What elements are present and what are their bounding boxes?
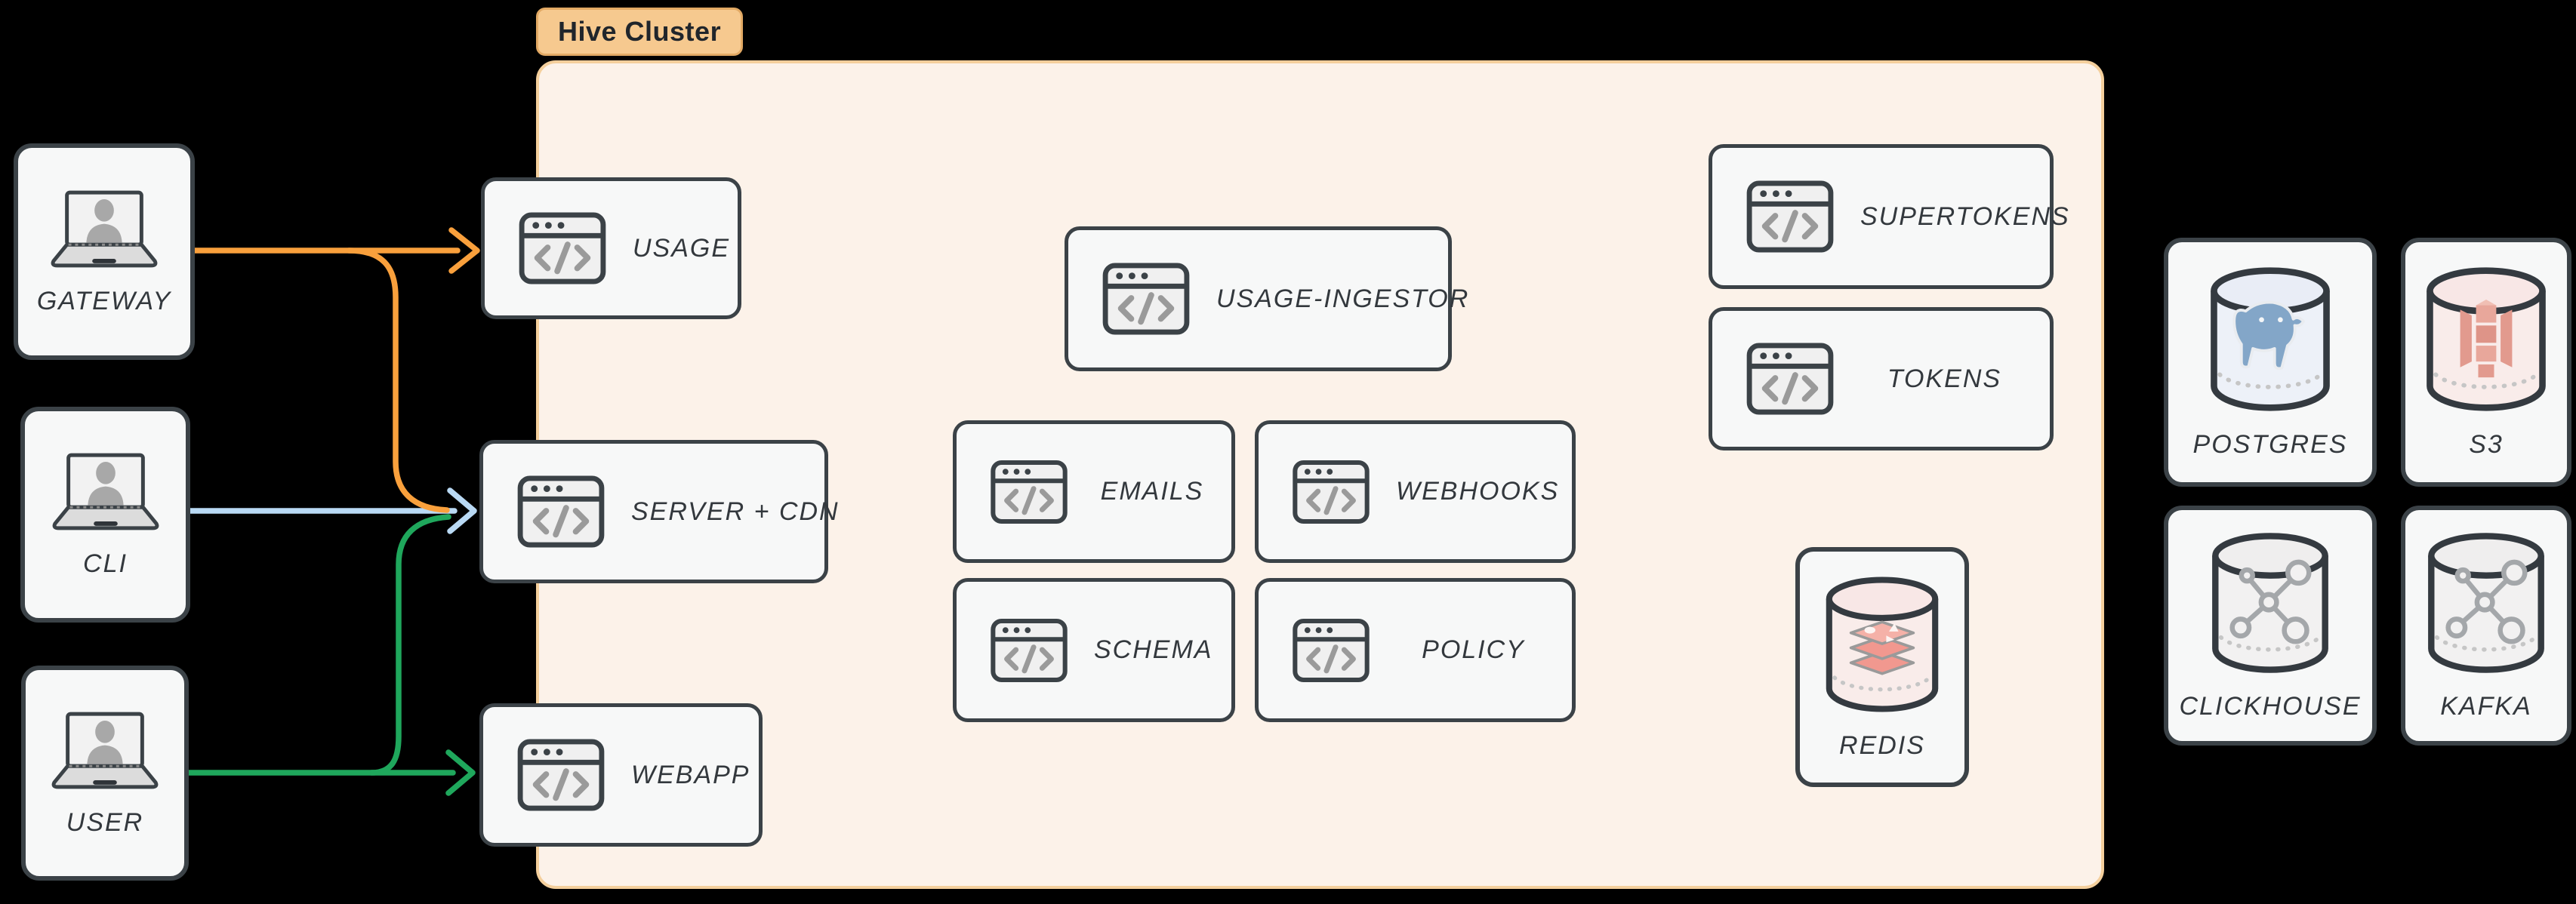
network-nodes-logo bbox=[2229, 559, 2312, 644]
network-cylinder-icon bbox=[2428, 532, 2544, 673]
datastore-label: REDIS bbox=[1839, 730, 1925, 760]
datastore-label: KAFKA bbox=[2440, 691, 2532, 721]
client-user: USER bbox=[21, 666, 189, 881]
datastore-label: S3 bbox=[2469, 430, 2504, 459]
code-window-icon bbox=[991, 618, 1068, 682]
code-window-icon bbox=[517, 475, 605, 548]
service-webapp: WEBAPP bbox=[479, 703, 763, 847]
service-tokens: TOKENS bbox=[1709, 307, 2054, 450]
network-nodes-logo bbox=[2445, 559, 2528, 644]
service-usage-ingestor: USAGE-INGESTOR bbox=[1065, 226, 1468, 371]
s3-cylinder-icon bbox=[2427, 267, 2546, 411]
code-window-icon bbox=[991, 460, 1068, 524]
s3-logo bbox=[2460, 299, 2513, 378]
edge-gateway-usage-arrowhead bbox=[448, 227, 480, 274]
service-label: SCHEMA bbox=[1094, 635, 1213, 664]
client-gateway: GATEWAY bbox=[14, 143, 195, 360]
code-window-icon bbox=[1746, 180, 1834, 253]
laptop-user-icon bbox=[51, 712, 159, 789]
code-window-icon bbox=[1746, 343, 1834, 415]
network-cylinder-icon bbox=[2212, 532, 2328, 673]
service-label: EMAILS bbox=[1100, 477, 1204, 506]
code-window-icon bbox=[1293, 460, 1370, 524]
service-label: POLICY bbox=[1422, 635, 1525, 664]
datastore-label: CLICKHOUSE bbox=[2179, 691, 2362, 721]
service-label: WEBAPP bbox=[631, 760, 750, 789]
client-cli: CLI bbox=[20, 407, 190, 623]
service-schema: SCHEMA bbox=[953, 578, 1235, 722]
postgres-elephant-logo bbox=[2232, 300, 2305, 371]
datastore-s3: S3 bbox=[2401, 238, 2571, 487]
service-emails: EMAILS bbox=[953, 420, 1235, 563]
service-usage: USAGE bbox=[481, 177, 741, 319]
datastore-postgres: POSTGRES bbox=[2164, 238, 2377, 487]
edge-user-servercdn bbox=[368, 514, 451, 776]
datastore-label: POSTGRES bbox=[2192, 430, 2348, 459]
service-label: SERVER + CDN bbox=[631, 497, 840, 526]
client-label: GATEWAY bbox=[36, 286, 172, 315]
service-server-cdn: SERVER + CDN bbox=[479, 440, 838, 583]
redis-stack-logo bbox=[1849, 620, 1915, 675]
client-label: CLI bbox=[83, 549, 128, 578]
postgres-cylinder-icon bbox=[2211, 267, 2330, 411]
service-label: USAGE-INGESTOR bbox=[1216, 284, 1470, 313]
service-webhooks: WEBHOOKS bbox=[1255, 420, 1576, 563]
redis-cylinder-icon bbox=[1826, 576, 1939, 712]
datastore-clickhouse: CLICKHOUSE bbox=[2164, 506, 2377, 746]
code-window-icon bbox=[519, 212, 606, 284]
laptop-user-icon bbox=[51, 190, 158, 267]
datastore-redis: REDIS bbox=[1795, 547, 1969, 787]
code-window-icon bbox=[517, 739, 605, 811]
service-supertokens: SUPERTOKENS bbox=[1709, 144, 2069, 289]
service-label: SUPERTOKENS bbox=[1860, 201, 2070, 231]
code-window-icon bbox=[1293, 618, 1370, 682]
laptop-user-icon bbox=[52, 453, 159, 530]
datastore-kafka: KAFKA bbox=[2401, 506, 2571, 746]
service-label: TOKENS bbox=[1887, 364, 2002, 393]
edge-user-webapp-arrowhead bbox=[445, 749, 476, 796]
code-window-icon bbox=[1102, 263, 1190, 335]
service-policy: POLICY bbox=[1255, 578, 1576, 722]
client-label: USER bbox=[66, 807, 144, 837]
service-label: WEBHOOKS bbox=[1396, 477, 1560, 506]
edge-cli-servercdn-arrowhead bbox=[447, 487, 477, 534]
service-label: USAGE bbox=[633, 233, 731, 263]
edge-gateway-servercdn bbox=[346, 248, 450, 513]
hive-cluster-badge: Hive Cluster bbox=[536, 8, 744, 56]
